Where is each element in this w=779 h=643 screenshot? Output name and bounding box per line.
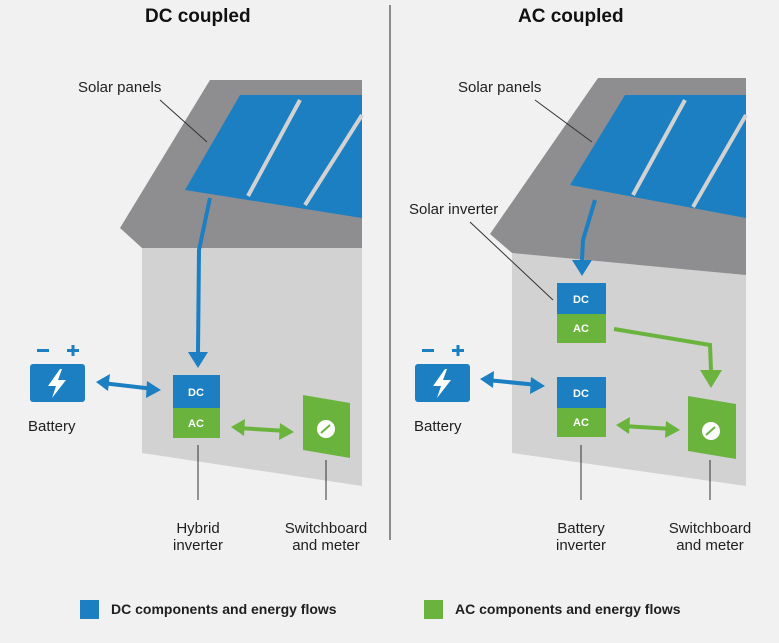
hybrid-inverter-label: Hybrid inverter: [172, 520, 224, 554]
legend-dc-swatch: [80, 600, 99, 619]
meter-icon: [702, 422, 720, 440]
svg-text:DC: DC: [573, 388, 589, 400]
dc-panel-title: DC coupled: [145, 6, 251, 27]
ac-solar-inverter-ac: [557, 314, 606, 343]
battery-inverter-label: Battery inverter: [555, 520, 607, 554]
ac-solar-inverter-dc: [557, 283, 606, 314]
ac-battery-label: Battery: [414, 418, 462, 435]
legend-ac-swatch: [424, 600, 443, 619]
ac-battery-inverter-ac: [557, 408, 606, 437]
legend-dc-text: DC components and energy flows: [111, 601, 337, 617]
ac-battery-inverter-dc: [557, 377, 606, 408]
dc-box-dc-text: DC: [188, 387, 204, 399]
legend-dc: DC components and energy flows: [111, 601, 337, 617]
ac-solar-inverter-flow: [613, 327, 713, 371]
ac-solar-panels-label: Solar panels: [458, 79, 542, 96]
solar-inverter-leader: [469, 221, 554, 301]
ac-panel-title: AC coupled: [518, 6, 624, 27]
svg-text:AC: AC: [573, 323, 589, 335]
ac-solar-panels: [570, 95, 746, 218]
ac-solar-leader: [534, 99, 593, 143]
svg-text:AC: AC: [573, 417, 589, 429]
dc-switchboard-label: Switchboard and meter: [284, 520, 368, 554]
dc-solar-leader: [159, 99, 208, 143]
battery-icon: [415, 345, 470, 402]
battery-icon: [30, 345, 85, 402]
ac-switchboard-label: Switchboard and meter: [668, 520, 752, 554]
solar-inverter-label: Solar inverter: [409, 201, 499, 218]
legend-ac-text: AC components and energy flows: [455, 601, 681, 617]
dc-box-ac-text: AC: [188, 418, 204, 430]
dc-battery-label: Battery: [28, 418, 76, 435]
dc-solar-panels-label: Solar panels: [78, 79, 162, 96]
dc-hybrid-inverter-dc: [173, 375, 220, 408]
svg-text:DC: DC: [573, 294, 589, 306]
ac-solar-flow-arrow: [580, 199, 597, 261]
dc-hybrid-inverter-ac: [173, 408, 220, 438]
meter-icon: [317, 420, 335, 438]
dc-solar-flow-arrow: [196, 197, 212, 353]
legend-ac: AC components and energy flows: [455, 601, 681, 617]
